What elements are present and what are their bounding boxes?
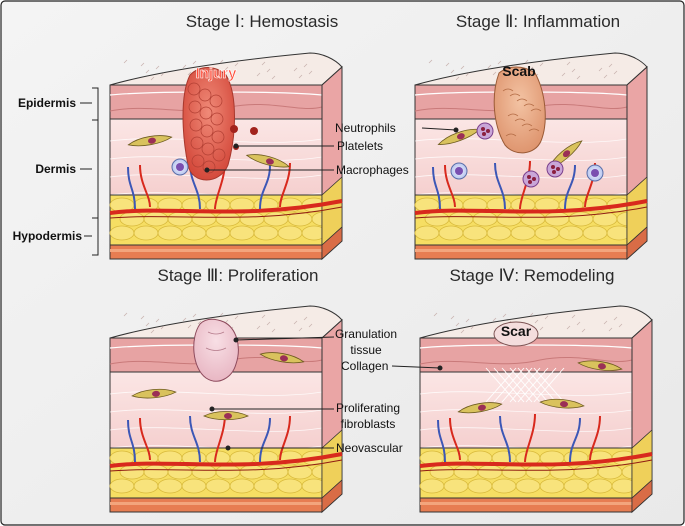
capillary-blue	[564, 164, 576, 210]
fibroblasts-label-line1: Proliferating	[336, 401, 400, 415]
capillary-red	[524, 413, 536, 463]
scar	[493, 321, 539, 347]
fibroblast-cell	[259, 352, 305, 364]
fibroblast-cell	[245, 154, 291, 168]
dermis-label: Dermis	[35, 162, 76, 176]
artery	[414, 199, 648, 215]
fibroblast-cell	[127, 135, 173, 147]
collagen-fiber	[525, 367, 557, 403]
capillary-red	[139, 417, 151, 461]
stage-3-panel	[109, 305, 343, 514]
platelet	[250, 127, 258, 135]
stage-2-panel	[414, 52, 648, 261]
fibroblast-cell	[539, 398, 585, 409]
neutrophil-cell	[476, 122, 494, 140]
epidermis-label: Epidermis	[18, 96, 76, 110]
capillary-blue	[499, 415, 511, 463]
capillary-red	[279, 162, 291, 208]
capillary-red	[444, 164, 456, 208]
capillary-red	[139, 164, 151, 208]
capillary-red	[589, 415, 601, 461]
hypodermis-bracket	[92, 217, 99, 256]
collagen-label: Collagen	[341, 359, 388, 373]
panels	[109, 52, 653, 514]
artery	[419, 452, 653, 468]
stage-4-title: Stage Ⅳ: Remodeling	[449, 266, 614, 285]
collagen-fiber	[501, 367, 533, 403]
capillary-blue	[569, 417, 581, 463]
capillary-blue	[494, 162, 506, 210]
fibroblast-cell	[203, 411, 249, 421]
layer-brackets	[80, 87, 99, 256]
collagen-fiber	[533, 367, 565, 403]
neovascular-label: Neovascular	[336, 441, 403, 455]
collagen-fiber	[493, 367, 525, 403]
scab-label: Scab	[502, 63, 535, 79]
capillary-red	[449, 417, 461, 461]
granulation-label-line2: tissue	[350, 343, 382, 357]
fibroblast-cell	[577, 360, 623, 371]
neutrophil-cell	[522, 170, 540, 188]
artery	[109, 199, 343, 215]
immune-cell	[171, 158, 189, 176]
scab	[493, 66, 546, 154]
capillary-blue	[127, 166, 136, 210]
callout-lines	[204, 127, 459, 451]
injury-label: Injury	[196, 65, 237, 82]
granulation-label-line1: Granulation	[335, 327, 397, 341]
immune-cell	[450, 162, 468, 180]
capillary-red	[519, 160, 531, 210]
capillary-blue	[437, 419, 446, 463]
capillary-blue	[432, 166, 441, 210]
fibroblast-cell	[457, 402, 503, 414]
stage-3-title: Stage Ⅲ: Proliferation	[157, 266, 318, 285]
fibroblast-cell	[131, 388, 177, 399]
stage-2-title: Stage Ⅱ: Inflammation	[456, 12, 620, 31]
platelets-label: Platelets	[337, 139, 383, 153]
hypodermis-label: Hypodermis	[13, 229, 83, 243]
capillary-blue	[127, 419, 136, 463]
injury-clot	[182, 67, 235, 181]
neutrophil-cell	[546, 160, 564, 178]
macrophages-label: Macrophages	[336, 163, 409, 177]
capillary-blue	[189, 415, 201, 463]
stage-1-title: Stage Ⅰ: Hemostasis	[186, 12, 338, 31]
platelet	[230, 125, 238, 133]
capillary-blue	[259, 417, 271, 463]
artery	[109, 452, 343, 468]
stage-4-panel	[419, 305, 653, 514]
immune-cell	[586, 164, 604, 182]
scar-label: Scar	[501, 323, 532, 339]
fibroblasts-label-line2: fibroblasts	[341, 417, 396, 431]
collagen-fiber	[517, 367, 549, 403]
collagen-fiber	[509, 367, 541, 403]
capillary-red	[279, 415, 291, 461]
neutrophils-label: Neutrophils	[335, 121, 396, 135]
collagen-fiber	[485, 367, 517, 403]
stage-1-panel	[109, 52, 343, 261]
